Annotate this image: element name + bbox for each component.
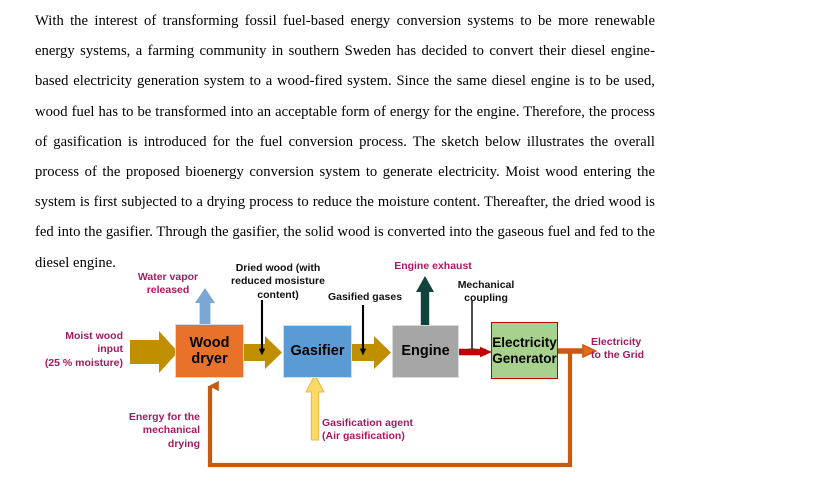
process-box-engine[interactable]: Engine — [392, 325, 459, 378]
paragraph-text: With the interest of transforming fossil… — [35, 13, 655, 271]
process-box-gasifier[interactable]: Gasifier — [283, 325, 352, 378]
label-moist-wood-input: Moist wood input (25 % moisture) — [44, 330, 123, 369]
arrow-gasification-agent — [305, 374, 325, 441]
arrow-water-vapor-released — [195, 288, 215, 325]
box-label-gasifier: Gasifier — [290, 343, 345, 360]
label-electricity-to-the-grid: Electricity to the Grid — [591, 336, 645, 362]
label-gasification-agent: Gasification agent (Air gasification) — [322, 417, 414, 443]
label-energy-for-mechanical-drying: Energy for the mechanical drying — [128, 411, 200, 450]
feedback-loop-electricity-to-dryer — [207, 352, 573, 468]
process-box-electricity-generator[interactable]: Electricity Generator — [491, 322, 558, 379]
arrow-engine-exhaust — [416, 276, 434, 325]
box-label-wood-dryer: Wood dryer — [189, 334, 230, 367]
label-dried-wood: Dried wood (with reduced mosisture conte… — [231, 262, 325, 301]
process-box-wood-dryer[interactable]: Wood dryer — [175, 324, 244, 378]
box-label-electricity-generator: Electricity Generator — [492, 335, 557, 366]
label-gasified-gases: Gasified gases — [327, 291, 403, 303]
intro-paragraph: With the interest of transforming fossil… — [35, 6, 655, 278]
label-water-vapor-released: Water vapor released — [137, 271, 199, 297]
box-label-engine: Engine — [401, 343, 450, 360]
arrow-gasified-gases-flow — [352, 336, 391, 369]
label-mechanical-coupling: Mechanical coupling — [457, 279, 515, 305]
arrow-moist-wood-input — [130, 331, 178, 373]
label-engine-exhaust: Engine exhaust — [394, 260, 472, 272]
